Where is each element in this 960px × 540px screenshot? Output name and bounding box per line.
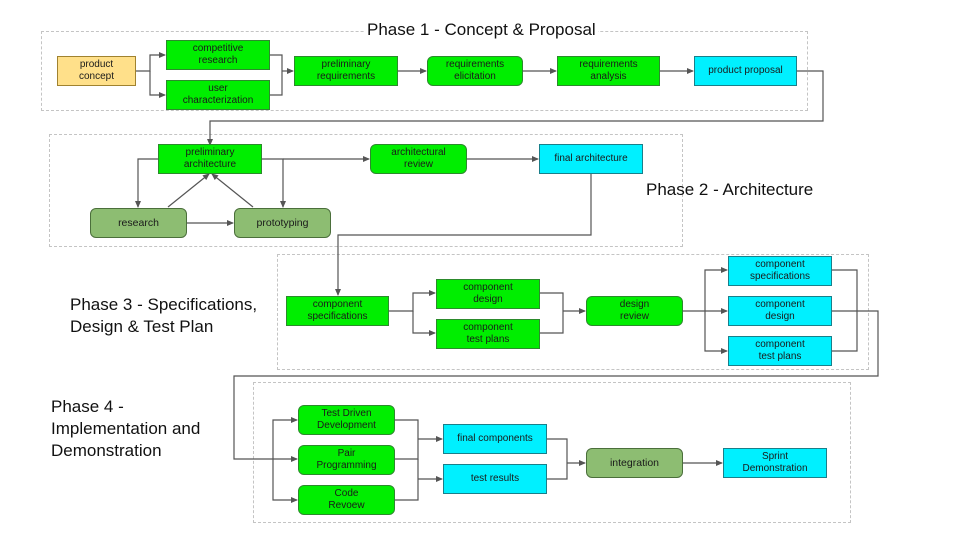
node-requirements-analysis[interactable]: requirements analysis xyxy=(557,56,660,86)
node-research[interactable]: research xyxy=(90,208,187,238)
connector-final-arch-to-phase-3 xyxy=(335,174,592,296)
node-prototyping[interactable]: prototyping xyxy=(234,208,331,238)
connector-review-to-out-test-plans xyxy=(704,311,728,354)
node-test-driven-development[interactable]: Test Driven Development xyxy=(298,405,395,435)
connector-specs-to-test-plans xyxy=(412,311,436,336)
connector-prototyping-to-prelim-arch xyxy=(211,173,254,208)
connector-phase-3-to-phase-4 xyxy=(233,310,879,462)
connector-results-merge xyxy=(547,438,568,480)
connector-specs-to-design xyxy=(389,290,436,312)
connector-to-code-review xyxy=(272,459,298,503)
node-product-proposal[interactable]: product proposal xyxy=(694,56,797,86)
phase-4-container xyxy=(253,382,851,523)
node-requirements-elicitation[interactable]: requirements elicitation xyxy=(427,56,523,86)
node-competitive-research[interactable]: competitive research xyxy=(166,40,270,70)
connector-concept-to-user xyxy=(149,71,166,98)
connector-research-to-prelim-arch xyxy=(167,173,210,208)
node-user-characterization[interactable]: user characterization xyxy=(166,80,270,110)
node-final-architecture[interactable]: final architecture xyxy=(539,144,643,174)
node-product-concept[interactable]: product concept xyxy=(57,56,136,86)
phase-2-container xyxy=(49,134,683,247)
node-integration[interactable]: integration xyxy=(586,448,683,478)
node-out-component-design[interactable]: component design xyxy=(728,296,832,326)
node-component-test-plans[interactable]: component test plans xyxy=(436,319,540,349)
node-architectural-review[interactable]: architectural review xyxy=(370,144,467,174)
node-component-design[interactable]: component design xyxy=(436,279,540,309)
connector-prelim-arch-to-research xyxy=(135,158,158,208)
node-design-review[interactable]: design review xyxy=(586,296,683,326)
connector-code-review-out xyxy=(395,459,419,501)
phase-2-title: Phase 2 - Architecture xyxy=(646,180,814,199)
node-final-components[interactable]: final components xyxy=(443,424,547,454)
node-out-component-test-plans[interactable]: component test plans xyxy=(728,336,832,366)
connector-competitive-to-prelim-req xyxy=(270,54,283,96)
node-preliminary-architecture[interactable]: preliminary architecture xyxy=(158,144,262,174)
connector-tdd-out xyxy=(395,419,419,460)
node-component-specifications[interactable]: component specifications xyxy=(286,296,389,326)
node-out-component-specifications[interactable]: component specifications xyxy=(728,256,832,286)
connector-proposal-to-phase-2 xyxy=(207,70,824,146)
node-preliminary-requirements[interactable]: preliminary requirements xyxy=(294,56,398,86)
connector-design-merge xyxy=(540,292,564,334)
connector-to-tdd xyxy=(272,417,298,459)
connector-prelim-arch-to-prototyping xyxy=(262,158,286,208)
node-test-results[interactable]: test results xyxy=(443,464,547,494)
connector-review-to-out-specs xyxy=(683,267,728,312)
phase-3-connectors xyxy=(233,267,879,462)
phase-1-connectors xyxy=(136,52,824,146)
node-sprint-demonstration[interactable]: Sprint Demonstration xyxy=(723,448,827,478)
phase-3-container xyxy=(277,254,869,370)
phase-3-title: Phase 3 - Specifications, Design & Test … xyxy=(70,295,258,336)
connector-concept-to-competitive xyxy=(136,52,166,72)
phase-4-connectors xyxy=(272,417,723,503)
node-code-review[interactable]: Code Revoew xyxy=(298,485,395,515)
node-pair-programming[interactable]: Pair Programming xyxy=(298,445,395,475)
phase-4-title: Phase 4 - Implementation and Demonstrati… xyxy=(51,397,201,460)
phase-1-title: Phase 1 - Concept & Proposal xyxy=(365,19,598,41)
phase-2-connectors xyxy=(135,156,592,296)
